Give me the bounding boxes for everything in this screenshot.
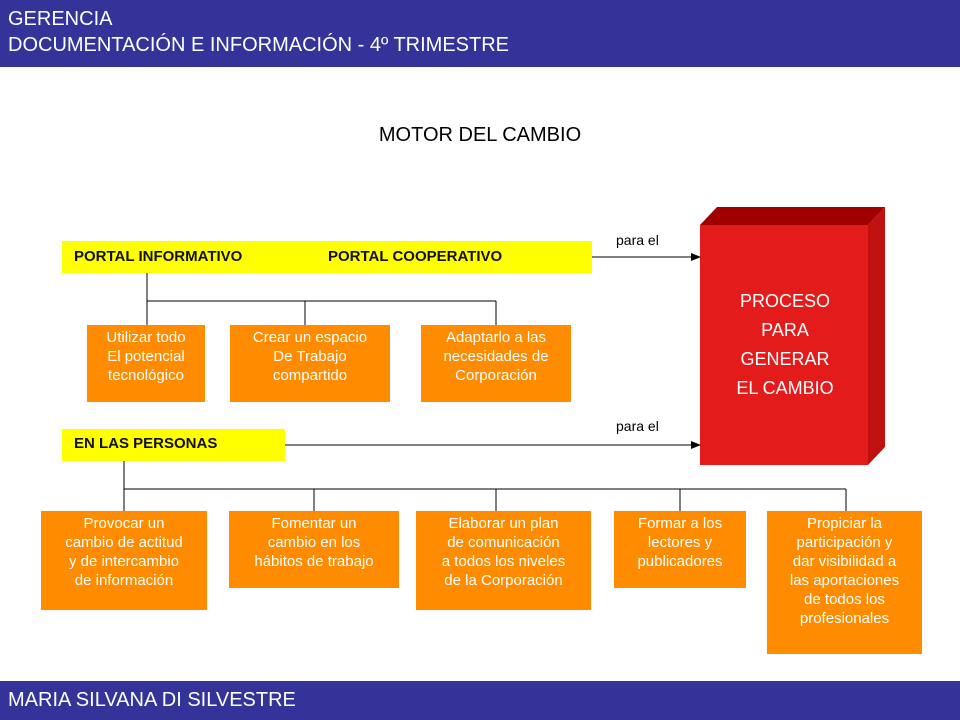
action-line: tecnológico [108, 367, 184, 384]
action-line: de información [74, 572, 174, 589]
action-line: las aportaciones [789, 572, 900, 589]
action-box: Fomentar un cambio en los hábitos de tra… [229, 511, 399, 588]
action-line: de todos los [804, 591, 885, 608]
action-line: Elaborar un plan [448, 515, 559, 532]
action-line: de la Corporación [444, 572, 563, 589]
action-line: necesidades de [443, 348, 549, 365]
action-line: dar visibilidad a [792, 553, 897, 570]
action-line: Propiciar la [806, 515, 882, 532]
portal-informativo-label: PORTAL INFORMATIVO [74, 248, 243, 265]
action-line: cambio en los [267, 534, 361, 551]
process-line-4: EL CAMBIO [736, 378, 834, 398]
action-line: Adaptarlo a las [445, 329, 547, 346]
action-line: publicadores [637, 553, 723, 570]
header-line-1: GERENCIA [8, 8, 113, 30]
action-line: El potencial [107, 348, 185, 365]
action-line: cambio de actitud [65, 534, 183, 551]
process-line-3: GENERAR [740, 349, 830, 369]
action-box: Adaptarlo a las necesidades de Corporaci… [421, 325, 571, 402]
action-line: Formar a los [637, 515, 723, 532]
action-box: Formar a los lectores y publicadores [614, 511, 746, 588]
arrow-label-portal: para el [616, 232, 659, 248]
header-line-2: DOCUMENTACIÓN E INFORMACIÓN - 4º TRIMEST… [8, 34, 510, 56]
action-line: de comunicación [447, 534, 560, 551]
portal-bar: PORTAL INFORMATIVO PORTAL COOPERATIVO [62, 241, 592, 273]
action-line: hábitos de trabajo [254, 553, 374, 570]
action-line: Corporación [455, 367, 537, 384]
action-box: Utilizar todo El potencial tecnológico [87, 325, 205, 402]
portal-cooperativo-label: PORTAL COOPERATIVO [328, 248, 503, 265]
action-box: Provocar un cambio de actitud y de inter… [41, 511, 207, 610]
action-line: compartido [272, 367, 348, 384]
action-line: a todos los niveles [441, 553, 566, 570]
diagram-title: MOTOR DEL CAMBIO [378, 124, 582, 146]
people-bar: EN LAS PERSONAS [62, 429, 285, 461]
action-line: participación y [796, 534, 893, 551]
action-line: Utilizar todo [106, 329, 186, 346]
action-line: Provocar un [83, 515, 165, 532]
arrow-label-people: para el [616, 418, 659, 434]
footer-author: MARIA SILVANA DI SILVESTRE [8, 689, 296, 711]
process-line-1: PROCESO [739, 291, 831, 311]
footer-band: MARIA SILVANA DI SILVESTRE [0, 681, 960, 720]
process-box-label: PROCESO PARA GENERAR EL CAMBIO [700, 287, 870, 403]
process-box-top [700, 207, 885, 225]
process-line-2: PARA [761, 320, 809, 340]
process-box-front [700, 225, 868, 465]
action-line: Crear un espacio [252, 329, 368, 346]
action-box: Elaborar un plan de comunicación a todos… [416, 511, 591, 610]
process-box-side [868, 207, 885, 465]
action-line: y de intercambio [68, 553, 180, 570]
header-band: GERENCIA DOCUMENTACIÓN E INFORMACIÓN - 4… [0, 0, 960, 67]
action-line: De Trabajo [273, 348, 347, 365]
action-box: Crear un espacio De Trabajo compartido [230, 325, 390, 402]
action-line: profesionales [799, 610, 890, 627]
action-line: lectores y [647, 534, 713, 551]
action-line: Fomentar un [271, 515, 357, 532]
action-box: Propiciar la participación y dar visibil… [767, 511, 922, 654]
